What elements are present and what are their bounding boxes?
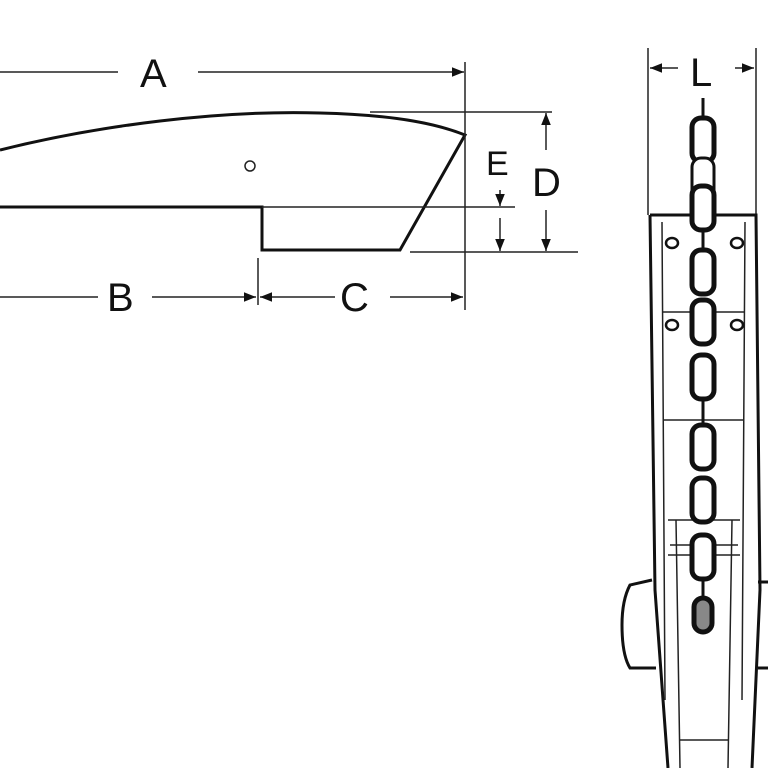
label-d: D: [532, 161, 561, 205]
label-l: L: [690, 51, 712, 95]
left-lug: [620, 578, 656, 670]
label-a: A: [140, 52, 167, 96]
bolts: [664, 236, 745, 332]
front-view: L: [620, 48, 768, 768]
label-b: B: [107, 276, 134, 320]
fork-profile: [0, 111, 468, 252]
label-e: E: [486, 145, 509, 183]
label-c: C: [340, 276, 369, 320]
side-view: A D E B C: [0, 52, 578, 320]
chain: [689, 98, 717, 635]
right-lug: [758, 580, 768, 670]
pin-hole: [244, 160, 256, 172]
